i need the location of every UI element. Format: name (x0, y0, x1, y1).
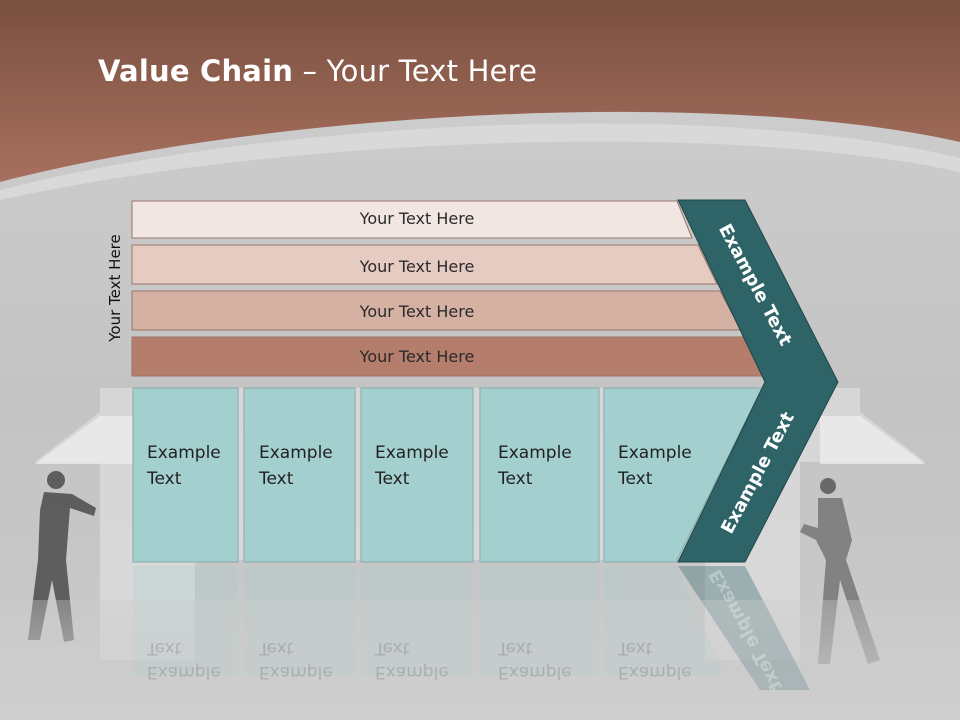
title-bold: Value Chain (98, 54, 294, 88)
box-reflection-4-line-2: Text (498, 638, 533, 658)
box-shape-2 (243, 387, 356, 563)
chevron-reflection (678, 566, 810, 690)
chevron-shape (677, 199, 839, 563)
house-roof-left (35, 416, 140, 464)
reflection-group (133, 566, 726, 676)
box-shape-5 (603, 387, 763, 563)
slide-title: Value Chain – Your Text Here (98, 54, 537, 88)
box-shape-1 (132, 387, 239, 563)
box-shape-3 (360, 387, 474, 563)
header-band (0, 0, 960, 182)
title-rest: – Your Text Here (293, 54, 538, 88)
box-2-line-2: Text (259, 469, 294, 489)
box-4-line-1: Example (498, 443, 572, 463)
box-reflection-3-line-1: Example (375, 662, 449, 682)
box-reflection-4-line-1: Example (498, 662, 572, 682)
box-1-line-2: Text (147, 469, 182, 489)
box-shape-4 (479, 387, 600, 563)
floor-fade (0, 600, 960, 720)
box-label-3[interactable]: Example Text (375, 440, 449, 492)
box-reflection-2: Example Text (259, 636, 333, 684)
box-reflection-1: Example Text (147, 636, 221, 684)
house-roof-right (820, 416, 925, 464)
header-swoosh (0, 123, 960, 200)
box-reflection-2-line-1: Example (259, 662, 333, 682)
box-reflection-1-line-1: Example (147, 662, 221, 682)
box-reflection-5-line-2: Text (618, 638, 653, 658)
stripe-label-4[interactable]: Your Text Here (359, 347, 475, 366)
stripe-label-3[interactable]: Your Text Here (359, 302, 475, 321)
stripe-label-1[interactable]: Your Text Here (359, 209, 475, 228)
box-1-line-1: Example (147, 443, 221, 463)
box-reflection-5: Example Text (618, 636, 692, 684)
stripe-shape-1 (131, 200, 693, 239)
box-3-line-2: Text (375, 469, 410, 489)
box-3-line-1: Example (375, 443, 449, 463)
box-5-line-1: Example (618, 443, 692, 463)
box-5-line-2: Text (618, 469, 653, 489)
box-4-line-2: Text (498, 469, 533, 489)
box-reflection-5-line-1: Example (618, 662, 692, 682)
box-reflection-4: Example Text (498, 636, 572, 684)
box-label-2[interactable]: Example Text (259, 440, 333, 492)
box-reflection-3-line-2: Text (375, 638, 410, 658)
stripe-label-2[interactable]: Your Text Here (359, 257, 475, 276)
box-reflection-2-line-2: Text (259, 638, 294, 658)
stripe-shape-2 (131, 244, 718, 285)
box-label-1[interactable]: Example Text (147, 440, 221, 492)
box-2-line-1: Example (259, 443, 333, 463)
box-reflection-3: Example Text (375, 636, 449, 684)
side-label-text: Your Text Here (106, 234, 124, 342)
box-reflection-1-line-2: Text (147, 638, 182, 658)
box-label-5[interactable]: Example Text (618, 440, 692, 492)
box-label-4[interactable]: Example Text (498, 440, 572, 492)
